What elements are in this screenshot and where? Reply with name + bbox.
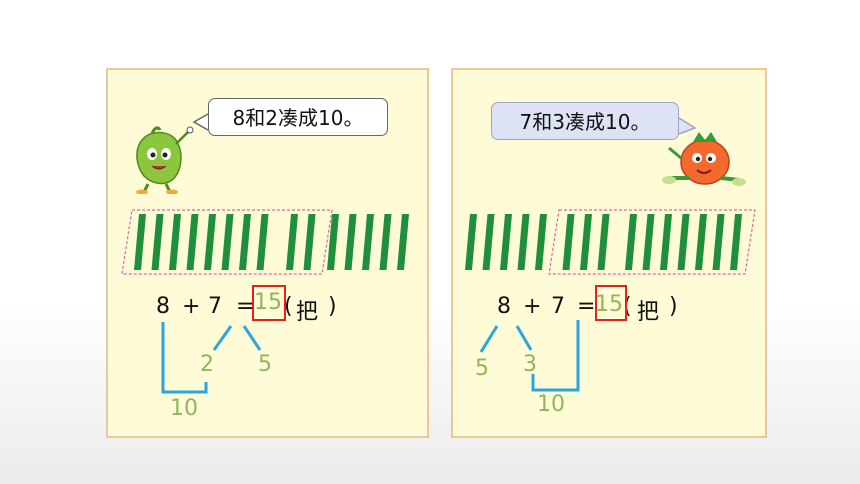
make-ten-right: 10: [537, 392, 565, 417]
group-dashed-frame: [121, 209, 333, 275]
counting-stick: [625, 214, 637, 270]
sticks-group-left: [121, 209, 409, 275]
green-pepper-character-icon: [136, 126, 194, 194]
counting-stick: [500, 214, 512, 270]
left-panel: 8和2凑成10。 8 + 7 = ( 把 ) 15 2 5 10: [106, 68, 429, 438]
sticks-group-right: [465, 209, 756, 275]
eq-plus: +: [523, 294, 542, 319]
counting-stick: [465, 214, 477, 270]
eq-operand-a: 8: [497, 294, 511, 319]
counting-stick: [204, 214, 216, 270]
eq-equals: =: [577, 294, 596, 319]
counting-stick: [712, 214, 725, 270]
group-dashed-frame: [548, 209, 756, 275]
speech-bubble-tail-right: [678, 117, 697, 135]
eq-paren-close: ): [328, 294, 337, 319]
counting-stick: [186, 214, 199, 270]
eq-unit: 把: [296, 300, 319, 325]
counting-stick: [642, 214, 655, 270]
speech-bubble-tail-left: [192, 113, 209, 131]
eq-plus: +: [182, 294, 201, 319]
answer-left: 15: [254, 290, 282, 315]
split-lines-left: [161, 322, 262, 394]
answer-box-left[interactable]: [252, 285, 286, 321]
counting-stick: [344, 214, 357, 270]
speech-bubble-left: 8和2凑成10。: [208, 98, 388, 136]
counting-stick: [327, 214, 339, 270]
counting-stick: [379, 214, 392, 270]
split-part-right-1: 5: [475, 356, 489, 381]
split-part-left-2: 5: [258, 352, 272, 377]
counting-stick: [482, 214, 495, 270]
counting-stick: [169, 214, 181, 270]
split-lines-right: [479, 320, 580, 392]
split-part-left-1: 2: [200, 352, 214, 377]
split-part-right-2: 3: [523, 352, 537, 377]
eq-operand-b: 7: [208, 294, 222, 319]
right-panel: 7和3凑成10。 8 + 7 = ( 把 ) 15 5 3 10: [451, 68, 767, 438]
counting-stick: [562, 214, 575, 270]
make-ten-left: 10: [170, 396, 198, 421]
answer-right: 15: [595, 292, 623, 317]
counting-stick: [256, 214, 269, 270]
tomato-character-icon: [662, 132, 746, 186]
eq-equals: =: [236, 294, 255, 319]
counting-stick: [580, 214, 592, 270]
counting-stick: [677, 214, 690, 270]
eq-paren-open: (: [284, 294, 293, 319]
eq-unit: 把: [637, 300, 660, 325]
eq-paren-close: ): [669, 294, 678, 319]
counting-stick: [730, 214, 742, 270]
counting-stick: [535, 214, 547, 270]
counting-stick: [695, 214, 707, 270]
eq-operand-a: 8: [156, 294, 170, 319]
eq-operand-b: 7: [551, 294, 565, 319]
counting-stick: [303, 214, 316, 270]
counting-stick: [239, 214, 251, 270]
counting-stick: [362, 214, 374, 270]
counting-stick: [286, 214, 298, 270]
counting-stick: [660, 214, 672, 270]
counting-stick: [597, 214, 610, 270]
counting-stick: [134, 214, 146, 270]
counting-stick: [517, 214, 530, 270]
speech-bubble-right: 7和3凑成10。: [491, 102, 679, 140]
counting-stick: [151, 214, 164, 270]
counting-stick: [221, 214, 234, 270]
counting-stick: [397, 214, 409, 270]
answer-box-right[interactable]: [595, 285, 627, 321]
eq-paren-open: (: [623, 294, 632, 319]
